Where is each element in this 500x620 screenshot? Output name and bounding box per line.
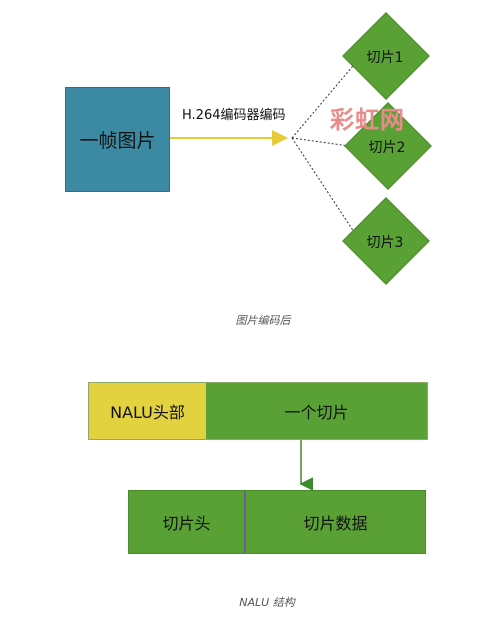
dotted-arrow-slice3 — [291, 137, 359, 239]
encoder-label: H.264编码器编码 — [182, 108, 286, 123]
caption-bottom: NALU 结构 — [239, 596, 295, 609]
slice-data-segment: 切片数据 — [246, 491, 425, 553]
dotted-arrow-slice1 — [291, 59, 359, 139]
slice-data-label: 切片数据 — [303, 514, 368, 533]
nalu-structure-bar: NALU头部 一个切片 — [88, 382, 428, 440]
slice-header-segment: 切片头 — [129, 491, 246, 553]
nalu-header-segment: NALU头部 — [89, 383, 206, 439]
frame-label: 一帧图片 — [79, 130, 156, 152]
slice-segment: 一个切片 — [206, 383, 427, 439]
watermark-text: 彩虹网 — [330, 106, 405, 134]
caption-top: 图片编码后 — [235, 314, 291, 327]
slice-label-3: 切片3 — [366, 235, 404, 251]
frame-box: 一帧图片 — [65, 87, 170, 192]
slice-label: 一个切片 — [284, 403, 349, 422]
slice-structure-bar: 切片头 切片数据 — [128, 490, 426, 554]
nalu-header-label: NALU头部 — [110, 403, 185, 422]
slice-header-label: 切片头 — [162, 514, 211, 533]
slice-label-1: 切片1 — [366, 50, 404, 66]
slice-label-2: 切片2 — [368, 140, 406, 156]
